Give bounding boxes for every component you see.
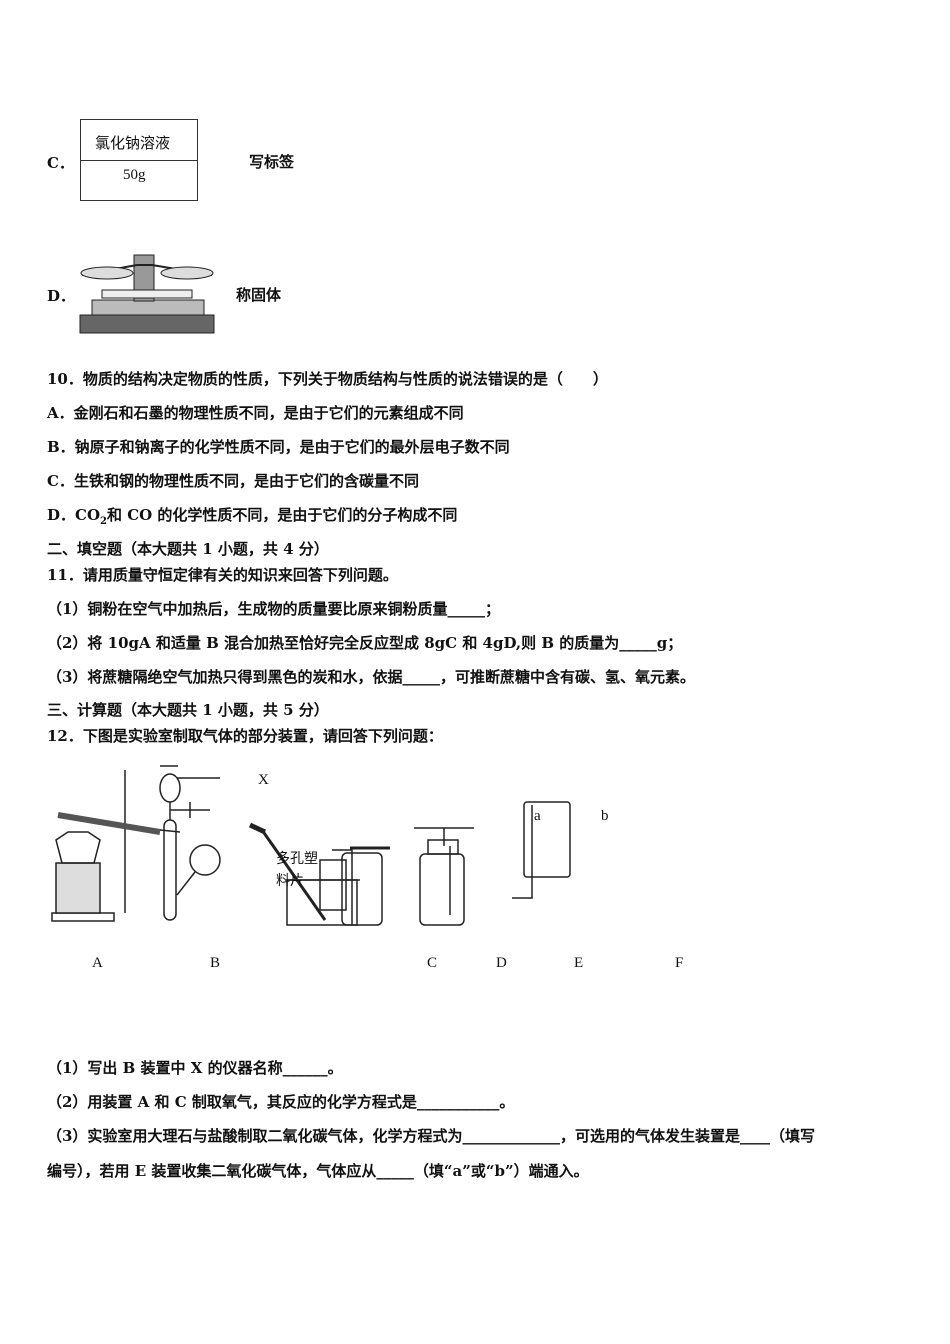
x-label: X [258, 772, 269, 788]
q11-stem: 11．请用质量守恒定律有关的知识来回答下列问题。 [47, 566, 398, 584]
q12-part-3: （3）实验室用大理石与盐酸制取二氧化碳气体，化学方程式为____________… [47, 1127, 815, 1145]
q10-option-b: B．钠原子和钠离子的化学性质不同，是由于它们的最外层电子数不同 [47, 438, 510, 456]
option-d-text: 称固体 [236, 286, 282, 304]
reagent-name: 氯化钠溶液 [95, 134, 171, 152]
option-c-text: 写标签 [249, 153, 295, 171]
q12-part-3-cont: 编号），若用 E 装置收集二氧化碳气体，气体应从_____（填“a”或“b”）端… [47, 1162, 589, 1180]
apparatus-label-b: B [210, 955, 221, 971]
plate-label-2: 料片 [276, 873, 304, 889]
apparatus-label-a: A [92, 955, 103, 971]
apparatus-label-e: E [574, 955, 584, 971]
plate-label-1: 多孔塑 [276, 851, 318, 867]
q11-part-1: （1）铜粉在空气中加热后，生成物的质量要比原来铜粉质量_____； [47, 600, 500, 618]
q11-part-2: （2）将 10gA 和适量 B 混合加热至恰好完全反应型成 8gC 和 4gD,… [47, 634, 683, 652]
reagent-mass: 50g [123, 167, 146, 183]
apparatus-label-d: D [496, 955, 507, 971]
q10-stem: 10．物质的结构决定物质的性质，下列关于物质结构与性质的说法错误的是（ ） [47, 370, 608, 388]
d-sub: 2 [100, 516, 107, 527]
q12-part-1: （1）写出 B 装置中 X 的仪器名称______。 [47, 1059, 343, 1077]
q11-part-3: （3）将蔗糖隔绝空气加热只得到黑色的炭和水，依据_____，可推断蔗糖中含有碳、… [47, 668, 695, 686]
reagent-label-image: 氯化钠溶液 50g [80, 119, 198, 201]
option-c-letter: C． [47, 154, 74, 172]
apparatus-label-f: F [675, 955, 684, 971]
port-a-label: a [534, 808, 541, 824]
q10-option-c: C．生铁和钢的物理性质不同，是由于它们的含碳量不同 [47, 472, 419, 490]
q10-option-a: A．金刚石和石墨的物理性质不同，是由于它们的元素组成不同 [47, 404, 464, 422]
section-2-heading: 二、填空题（本大题共 1 小题，共 4 分） [47, 540, 329, 558]
d-pre: D．CO [47, 506, 101, 524]
section-3-heading: 三、计算题（本大题共 1 小题，共 5 分） [47, 701, 329, 719]
option-d-letter: D． [47, 287, 76, 305]
port-b-label: b [601, 808, 609, 824]
q10-option-d: D．CO2和 CO 的化学性质不同，是由于它们的分子构成不同 [47, 506, 457, 531]
apparatus-label-c: C [427, 955, 438, 971]
balance-image [79, 254, 215, 334]
apparatus-figure [51, 765, 571, 926]
q12-stem: 12．下图是实验室制取气体的部分装置，请回答下列问题： [47, 727, 443, 745]
q12-part-2: （2）用装置 A 和 C 制取氧气，其反应的化学方程式是___________。 [47, 1093, 515, 1111]
d-post: 和 CO 的化学性质不同，是由于它们的分子构成不同 [106, 506, 458, 524]
